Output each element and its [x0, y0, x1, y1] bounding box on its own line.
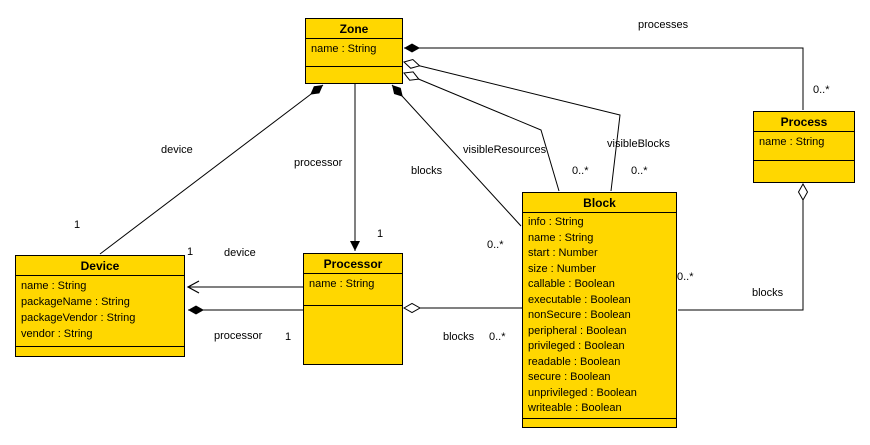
- class-title: Device: [16, 256, 184, 276]
- class-attribute: size : Number: [528, 262, 596, 275]
- class-process[interactable]: Process name : String: [753, 111, 855, 183]
- class-attribute: readable : Boolean: [528, 355, 621, 368]
- class-attributes: name : String: [304, 274, 402, 305]
- class-attribute: name : String: [309, 278, 375, 290]
- class-block[interactable]: Block info : String name : String start : N…: [522, 192, 677, 428]
- class-attribute: executable : Boolean: [528, 293, 631, 306]
- class-attribute: secure : Boolean: [528, 371, 611, 383]
- class-empty-compartment: [16, 346, 184, 356]
- class-attribute: name : String: [759, 136, 825, 148]
- class-processor[interactable]: Processor name : String: [303, 253, 403, 365]
- device-processor-label: processor: [214, 330, 263, 342]
- class-empty-compartment: [304, 305, 402, 364]
- visibleResources-label: visibleResources: [463, 144, 547, 156]
- class-attribute: writeable : Boolean: [528, 402, 622, 414]
- class-zone[interactable]: Zone name : String: [305, 18, 403, 84]
- class-attribute: callable : Boolean: [528, 278, 615, 290]
- zone-blocks-multiplicity: 0..*: [487, 239, 504, 251]
- zone-processor-multiplicity: 1: [377, 228, 384, 240]
- class-attribute: name : String: [528, 231, 594, 244]
- edge-zone-device-device: [99, 84, 324, 255]
- edge-process-blocks-block: [678, 184, 803, 311]
- class-attribute: name : String: [311, 43, 377, 55]
- processor-blocks-label: blocks: [443, 331, 475, 343]
- edge-zone-blocks-block: [391, 84, 522, 227]
- visibleBlocks-multiplicity: 0..*: [631, 165, 648, 177]
- class-device[interactable]: Device name : String packageName : String p…: [15, 255, 185, 357]
- zone-device-multiplicity: 1: [74, 219, 81, 231]
- class-attribute: peripheral : Boolean: [528, 324, 627, 337]
- edge-zone-visibleresources-block: [404, 73, 560, 192]
- class-attribute: vendor : String: [21, 328, 93, 340]
- class-title: Process: [754, 112, 854, 132]
- edge-zone-processes-process: [404, 43, 804, 110]
- class-title: Zone: [306, 19, 402, 39]
- process-blocks-label: blocks: [752, 287, 784, 299]
- zone-processor-label: processor: [294, 157, 343, 169]
- class-attribute: privileged : Boolean: [528, 340, 625, 352]
- process-blocks-multiplicity: 0..*: [677, 271, 694, 283]
- zone-device-label: device: [161, 144, 193, 156]
- class-attribute: packageVendor : String: [21, 312, 136, 324]
- zone-blocks-label: blocks: [411, 165, 443, 177]
- processor-blocks-multiplicity: 0..*: [489, 331, 506, 343]
- processor-device-label: device: [224, 247, 256, 259]
- class-empty-compartment: [754, 160, 854, 182]
- visibleBlocks-label: visibleBlocks: [607, 138, 670, 150]
- class-empty-compartment: [523, 418, 676, 427]
- processes-label: processes: [638, 19, 689, 31]
- visibleResources-multiplicity: 0..*: [572, 165, 589, 177]
- class-attribute: packageName : String: [21, 296, 130, 308]
- device-processor-multiplicity: 1: [285, 331, 292, 343]
- processor-device-multiplicity: 1: [187, 246, 194, 258]
- class-attribute: name : String: [21, 280, 87, 292]
- class-attributes: info : String name : String start : Number…: [523, 213, 676, 418]
- class-attributes: name : String: [754, 132, 854, 160]
- edge-zone-visibleblocks-block: [404, 62, 621, 192]
- class-attribute: info : String: [528, 216, 584, 228]
- class-attributes: name : String packageName : String package…: [16, 276, 184, 346]
- class-attributes: name : String: [306, 39, 402, 66]
- class-attribute: start : Number: [528, 247, 598, 259]
- class-title: Block: [523, 193, 676, 213]
- processes-multiplicity: 0..*: [813, 84, 830, 96]
- class-attribute: unprivileged : Boolean: [528, 386, 637, 399]
- class-empty-compartment: [306, 66, 402, 83]
- class-attribute: nonSecure : Boolean: [528, 309, 631, 321]
- class-title: Processor: [304, 254, 402, 274]
